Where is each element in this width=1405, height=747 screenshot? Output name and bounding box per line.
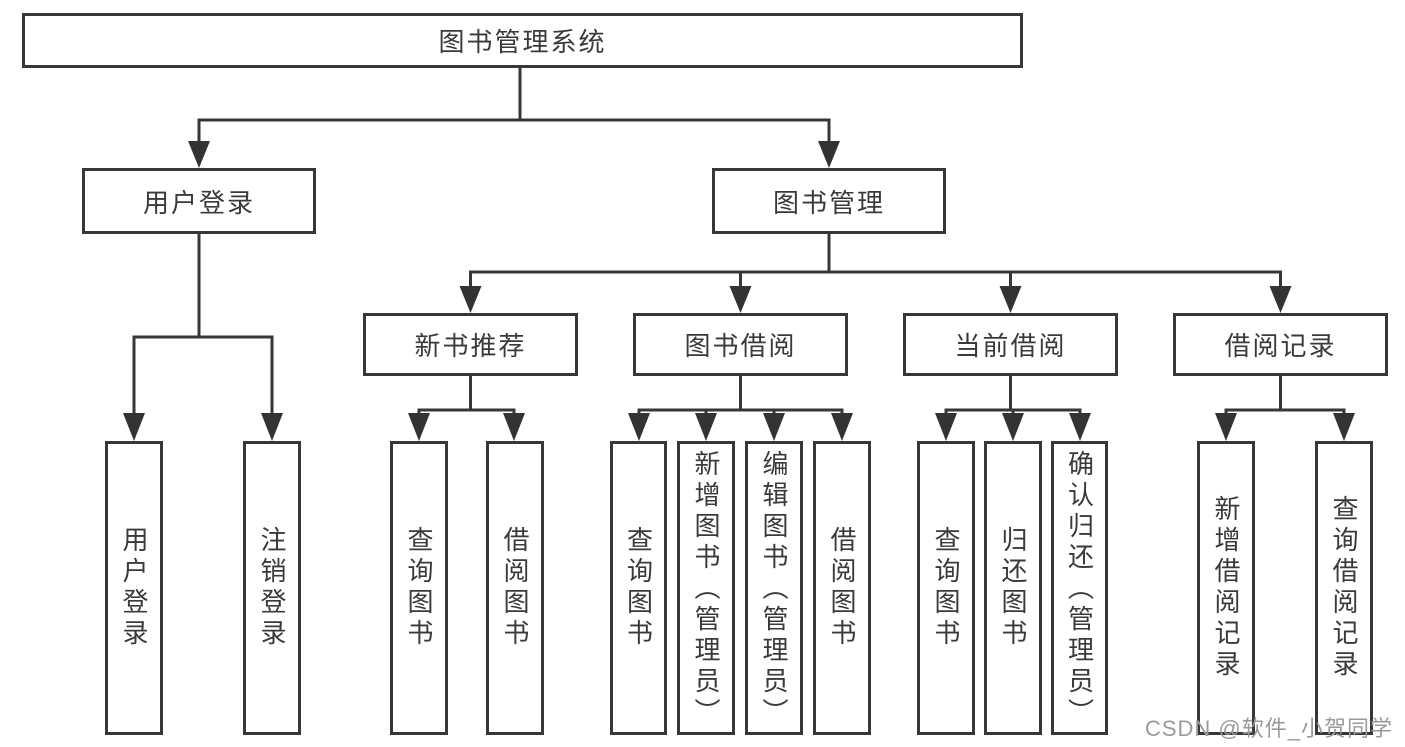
arrowhead [408,413,430,441]
book-mgmt-branch-drops [469,272,1282,289]
leaf-borrow-books-recommend-label: 借阅图书 [500,526,530,650]
arrowhead [1069,413,1091,441]
arrowhead [695,413,717,441]
arrowhead [628,413,650,441]
node-user-login: 用户登录 [82,168,316,234]
leaf-edit-books-admin: 编辑图书（管理员） [745,441,803,735]
leaf-edit-books-admin-label: 编辑图书（管理员） [759,450,789,729]
node-new-book-recommend-label: 新书推荐 [414,331,527,361]
leaf-confirm-return-admin: 确认归还（管理员） [1051,441,1108,735]
leaf-borrow-books: 借阅图书 [813,441,871,735]
leaf-borrow-books-recommend: 借阅图书 [486,441,544,735]
node-borrow-records: 借阅记录 [1173,313,1388,376]
leaf-logout-label: 注销登录 [257,526,287,650]
arrowhead [503,413,525,441]
leaf-add-books-admin: 新增图书（管理员） [677,441,735,735]
leaf-user-login-label: 用户登录 [119,526,149,650]
leaf-user-login: 用户登录 [105,441,163,735]
arrowhead [1333,413,1355,441]
book-borrow-branch [637,376,844,417]
user-login-branch-drops [132,337,274,416]
arrowhead [831,413,853,441]
arrowhead [763,413,785,441]
node-book-management-label: 图书管理 [772,187,885,218]
borrow-records-branch [1224,376,1346,417]
leaf-add-borrow-record-label: 新增借阅记录 [1211,495,1241,681]
leaf-query-books-current: 查询图书 [917,441,975,735]
node-borrow-records-label: 借阅记录 [1224,331,1337,361]
arrowhead [123,413,145,441]
leaf-query-books-borrow: 查询图书 [610,441,667,735]
node-book-borrow: 图书借阅 [633,313,848,376]
leaf-confirm-return-admin-label: 确认归还（管理员） [1064,450,1095,729]
leaf-return-books-label: 归还图书 [998,526,1028,650]
arrowhead [1002,413,1024,441]
leaf-query-borrow-record: 查询借阅记录 [1315,441,1373,735]
node-current-borrow: 当前借阅 [903,313,1118,376]
leaf-query-books-borrow-label: 查询图书 [623,526,654,650]
new-book-branch [417,376,516,417]
arrowhead [188,141,210,168]
node-book-management: 图书管理 [712,168,946,234]
leaf-query-borrow-record-label: 查询借阅记录 [1329,495,1359,681]
leaf-add-borrow-record: 新增借阅记录 [1197,441,1255,735]
leaf-query-books-recommend: 查询图书 [390,441,448,735]
leaf-query-books-recommend-label: 查询图书 [404,526,434,650]
arrowhead [1215,413,1237,441]
node-library-system-label: 图书管理系统 [438,27,607,57]
leaf-return-books: 归还图书 [984,441,1042,735]
arrowhead [818,141,840,168]
current-borrow-branch [944,376,1082,417]
csdn-watermark: CSDN @软件_小贺同学 [1144,716,1393,741]
node-user-login-label: 用户登录 [142,187,255,218]
node-library-system: 图书管理系统 [22,13,1023,68]
leaf-add-books-admin-label: 新增图书（管理员） [691,450,721,729]
leaf-logout: 注销登录 [243,441,301,735]
leaf-query-books-current-label: 查询图书 [931,526,961,650]
root-branch-drops [197,120,831,144]
arrowheads [123,141,1355,441]
arrowhead [459,286,482,313]
node-new-book-recommend: 新书推荐 [363,313,578,376]
arrowhead [999,286,1022,313]
node-book-borrow-label: 图书借阅 [684,331,797,361]
arrowhead [935,413,957,441]
leaf-borrow-books-label: 借阅图书 [827,526,857,650]
arrowhead [261,413,283,441]
node-current-borrow-label: 当前借阅 [954,331,1067,361]
arrowhead [729,286,752,313]
arrowhead [1269,286,1292,313]
